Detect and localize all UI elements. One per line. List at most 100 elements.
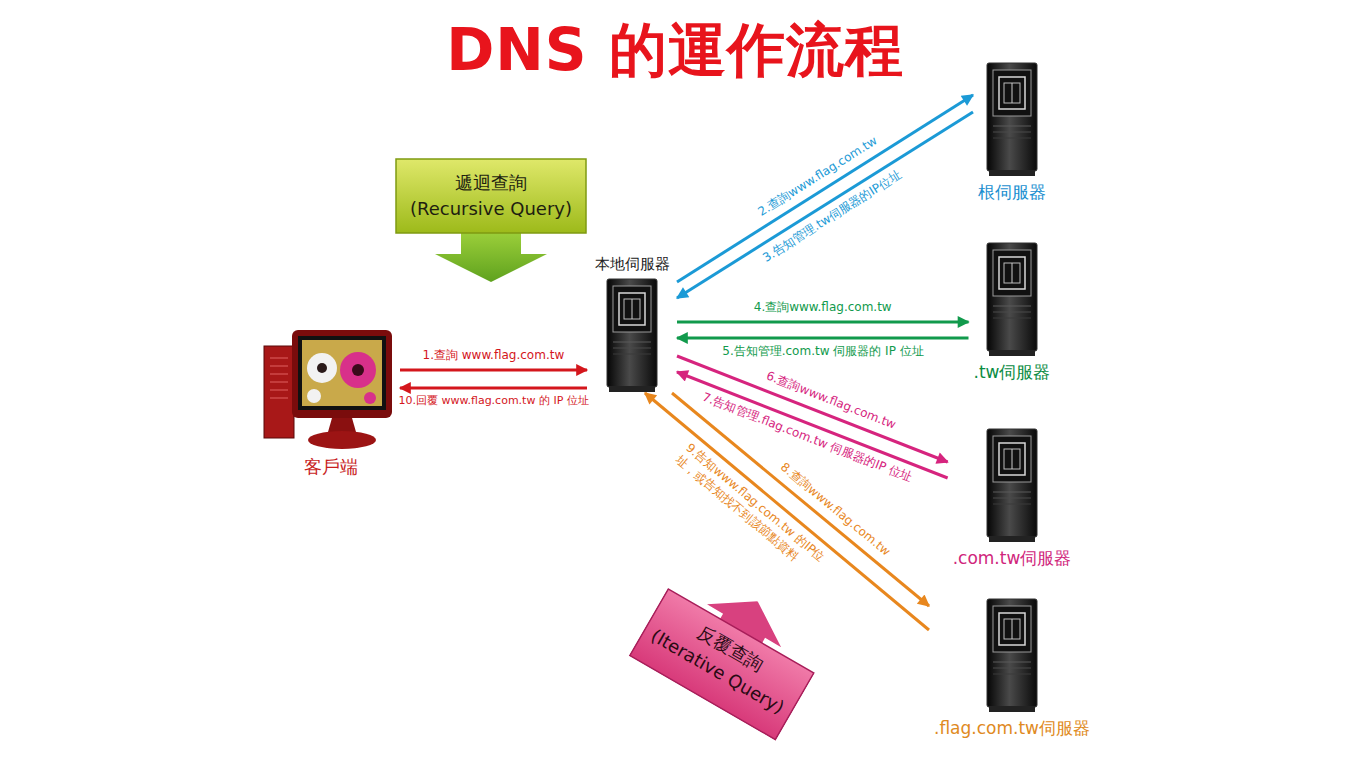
server-slot bbox=[613, 354, 651, 355]
edge-label: 5.告知管理.com.tw 伺服器的 IP 位址 bbox=[720, 344, 925, 360]
client-computer: 客戶端 bbox=[262, 328, 400, 479]
server-body bbox=[987, 429, 1037, 537]
server-icon bbox=[606, 278, 658, 393]
server-base bbox=[609, 386, 655, 392]
arrow-connector bbox=[400, 387, 587, 390]
flower bbox=[307, 389, 321, 403]
server-body bbox=[987, 63, 1037, 171]
server-slot bbox=[613, 342, 651, 343]
server-base bbox=[989, 350, 1035, 356]
flower bbox=[364, 392, 376, 404]
arrow-connector bbox=[677, 112, 973, 298]
server-base bbox=[989, 706, 1035, 712]
com-tw-server: .com.tw伺服器 bbox=[948, 428, 1077, 570]
server-panel bbox=[993, 250, 1031, 296]
node-label: 根伺服器 bbox=[978, 181, 1046, 204]
node-label: .flag.com.tw伺服器 bbox=[934, 717, 1090, 740]
monitor-base bbox=[308, 431, 376, 449]
tw-server: .tw伺服器 bbox=[969, 242, 1056, 384]
pc-tower-grille bbox=[270, 398, 288, 399]
flower bbox=[340, 352, 376, 388]
pc-tower-grille bbox=[270, 358, 288, 359]
server-logo bbox=[619, 293, 645, 325]
server-logo bbox=[1012, 449, 1013, 469]
server-slot bbox=[993, 668, 1031, 669]
node-label: 本地伺服器 bbox=[595, 255, 670, 274]
server-base bbox=[989, 170, 1035, 176]
monitor-frame bbox=[292, 330, 392, 418]
server-logo bbox=[632, 299, 633, 319]
server-logo bbox=[1011, 619, 1012, 639]
server-slot bbox=[993, 492, 1031, 493]
pc-tower bbox=[264, 346, 294, 438]
server-logo bbox=[999, 257, 1025, 289]
edge-label: 4.查詢www.flag.com.tw bbox=[752, 300, 894, 316]
server-slot bbox=[993, 504, 1031, 505]
server-slot bbox=[993, 674, 1031, 675]
pc-tower-grille bbox=[270, 374, 288, 375]
callout-arrow bbox=[435, 232, 547, 282]
callout-box bbox=[396, 159, 586, 233]
computer-icon bbox=[262, 328, 400, 453]
node-label: .com.tw伺服器 bbox=[953, 547, 1072, 570]
flower-center bbox=[317, 363, 327, 373]
server-slot bbox=[993, 132, 1031, 133]
server-slot bbox=[993, 498, 1031, 499]
arrow-connector bbox=[400, 369, 587, 372]
edge-label: 2.查詢www.flag.com.tw bbox=[753, 132, 881, 221]
flag-server: .flag.com.tw伺服器 bbox=[929, 598, 1095, 740]
server-icon bbox=[986, 62, 1038, 177]
server-logo bbox=[624, 299, 640, 319]
server-slot bbox=[993, 318, 1031, 319]
edge-label: 1.查詢 www.flag.com.tw bbox=[421, 348, 567, 364]
arrow-connector bbox=[677, 95, 973, 282]
server-logo bbox=[999, 613, 1025, 645]
flower-center bbox=[352, 364, 364, 376]
title-bar: DNS 的運作流程 bbox=[0, 12, 1350, 90]
server-logo bbox=[1004, 83, 1020, 103]
server-logo bbox=[1004, 263, 1020, 283]
server-panel bbox=[613, 286, 651, 332]
server-slot bbox=[993, 662, 1031, 663]
server-slot bbox=[993, 306, 1031, 307]
server-base bbox=[989, 536, 1035, 542]
pc-tower-grille bbox=[270, 382, 288, 383]
server-logo bbox=[1011, 263, 1012, 283]
server-logo bbox=[1012, 83, 1013, 103]
server-icon bbox=[986, 598, 1038, 713]
diagram-title: DNS 的運作流程 bbox=[446, 16, 904, 84]
server-body bbox=[987, 243, 1037, 351]
node-label: (Recursive Query) bbox=[410, 196, 572, 222]
node-label: 客戶端 bbox=[304, 455, 358, 479]
monitor-neck bbox=[328, 418, 356, 432]
node-label: 遞迴查詢 bbox=[455, 170, 527, 196]
server-body bbox=[607, 279, 657, 387]
callout-box bbox=[630, 589, 814, 740]
node-label: .tw伺服器 bbox=[974, 361, 1051, 384]
server-slot bbox=[993, 138, 1031, 139]
recursive-callout: 遞迴查詢(Recursive Query) bbox=[395, 158, 587, 282]
monitor-bezel bbox=[298, 336, 386, 410]
server-panel bbox=[993, 606, 1031, 652]
flower bbox=[307, 353, 337, 383]
server-logo bbox=[999, 77, 1025, 109]
root-server: 根伺服器 bbox=[973, 62, 1051, 204]
server-icon bbox=[986, 428, 1038, 543]
server-logo bbox=[1004, 619, 1020, 639]
server-logo bbox=[999, 443, 1025, 475]
arrow-connector bbox=[677, 321, 969, 324]
server-slot bbox=[993, 312, 1031, 313]
pc-tower-grille bbox=[270, 366, 288, 367]
server-body bbox=[987, 599, 1037, 707]
server-slot bbox=[613, 348, 651, 349]
server-slot bbox=[993, 126, 1031, 127]
monitor-screen bbox=[302, 340, 382, 406]
arrow-connector bbox=[677, 337, 969, 340]
server-panel bbox=[993, 436, 1031, 482]
iterative-callout: 反覆查詢(Iterative Query) bbox=[628, 559, 831, 741]
local-server: 本地伺服器 bbox=[587, 255, 677, 393]
edge-label: 10.回覆 www.flag.com.tw 的 IP 位址 bbox=[397, 394, 591, 408]
server-icon bbox=[986, 242, 1038, 357]
pc-tower-grille bbox=[270, 390, 288, 391]
